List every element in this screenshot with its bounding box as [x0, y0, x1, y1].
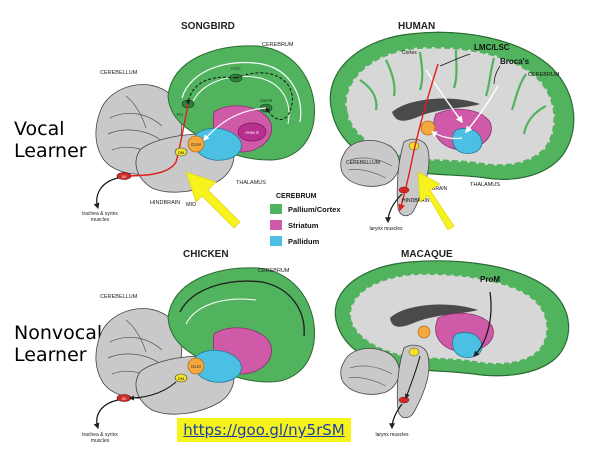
songbird-dlm-label: DLM: [191, 142, 201, 147]
songbird-brain: Area X DLM HVC LMAN RA DM XII CEREBRUM: [82, 42, 315, 229]
nonvocal-learner-label: Nonvocal Learner: [14, 322, 102, 366]
human-cortex-label: Cortex: [402, 50, 417, 56]
human-hindbrain-label: HINDBRAIN: [402, 198, 430, 204]
chicken-brain: DLM DM XII CEREBRUM CEREBELLUM trachea &…: [82, 267, 315, 444]
songbird-xii-label: XII: [122, 174, 127, 179]
songbird-muscles-label-2: muscles: [91, 217, 110, 223]
chicken-xii-label: XII: [122, 396, 127, 401]
legend-label-pallium: Pallium/Cortex: [288, 205, 341, 214]
source-link[interactable]: https://goo.gl/ny5rSM: [183, 421, 345, 439]
human-pallidum: [452, 128, 483, 154]
macaque-prom-label: ProM: [480, 275, 500, 284]
songbird-area-x-label: Area X: [245, 130, 259, 135]
songbird-thalamus-label: THALAMUS: [236, 180, 266, 186]
songbird-yellow-arrow: [185, 171, 241, 229]
macaque-cerebellum: [340, 348, 400, 395]
nonvocal-label-line-2: Learner: [14, 344, 87, 366]
human-thalamus-label: THALAMUS: [470, 182, 500, 188]
songbird-title: SONGBIRD: [181, 21, 235, 32]
human-cerebellum-label: CEREBELLUM: [346, 160, 380, 166]
vocal-label-line-1: Vocal: [14, 118, 65, 140]
chicken-title: CHICKEN: [183, 249, 229, 260]
macaque-muscles-label: larynx muscles: [375, 432, 409, 438]
vocal-learner-label: Vocal Learner: [14, 118, 87, 162]
legend: CEREBRUM Pallium/Cortex Striatum Pallidu…: [270, 193, 341, 246]
chicken-cerebrum-label: CEREBRUM: [258, 268, 290, 274]
songbird-hindbrain-label: HINDBRAIN: [150, 200, 180, 206]
chicken-dm-label: DM: [178, 376, 184, 381]
legend-swatch-striatum: [270, 220, 282, 230]
legend-swatch-pallidum: [270, 236, 282, 246]
human-muscles-label: larynx muscles: [369, 226, 403, 232]
human-brain: LMC/LSC Broca's CEREBRUM Cortex CEREBELL…: [329, 31, 575, 232]
human-cerebellum: [340, 140, 400, 187]
songbird-lman-label: LMAN: [260, 98, 273, 103]
human-broca-label: Broca's: [500, 57, 530, 66]
legend-label-pallidum: Pallidum: [288, 237, 320, 246]
songbird-midbrain-label: MID: [186, 202, 196, 208]
human-title: HUMAN: [398, 21, 436, 32]
human-brainstem: [396, 138, 430, 217]
songbird-cerebrum-label: CEREBRUM: [262, 42, 294, 48]
chicken-muscles-label-1: trachea & syrinx: [82, 432, 118, 438]
chicken-cerebellum-label: CEREBELLUM: [100, 294, 138, 300]
legend-swatch-pallium: [270, 204, 282, 214]
songbird-muscles-label-1: trachea & syrinx: [82, 211, 118, 217]
legend-title: CEREBRUM: [276, 193, 317, 200]
songbird-dm-label: DM: [178, 150, 184, 155]
nonvocal-label-line-1: Nonvocal: [14, 322, 103, 344]
songbird-ra-label: RA: [177, 112, 183, 117]
songbird-hvc-label: HVC: [231, 66, 241, 71]
human-cerebrum-label: CEREBRUM: [528, 72, 560, 78]
human-lmc-label: LMC/LSC: [474, 43, 510, 52]
chicken-muscles-label-2: muscles: [91, 438, 110, 444]
chicken-dlm-label: DLM: [191, 364, 201, 369]
legend-label-striatum: Striatum: [288, 221, 319, 230]
human-midbrain-label: BRAIN: [432, 186, 448, 192]
macaque-brain: ProM larynx muscles: [334, 260, 570, 438]
songbird-cerebellum-label: CEREBELLUM: [100, 70, 138, 76]
source-link-box: https://goo.gl/ny5rSM: [177, 418, 351, 442]
vocal-label-line-2: Learner: [14, 140, 87, 162]
macaque-title: MACAQUE: [401, 249, 453, 260]
human-yellow-arrow: [417, 171, 455, 231]
